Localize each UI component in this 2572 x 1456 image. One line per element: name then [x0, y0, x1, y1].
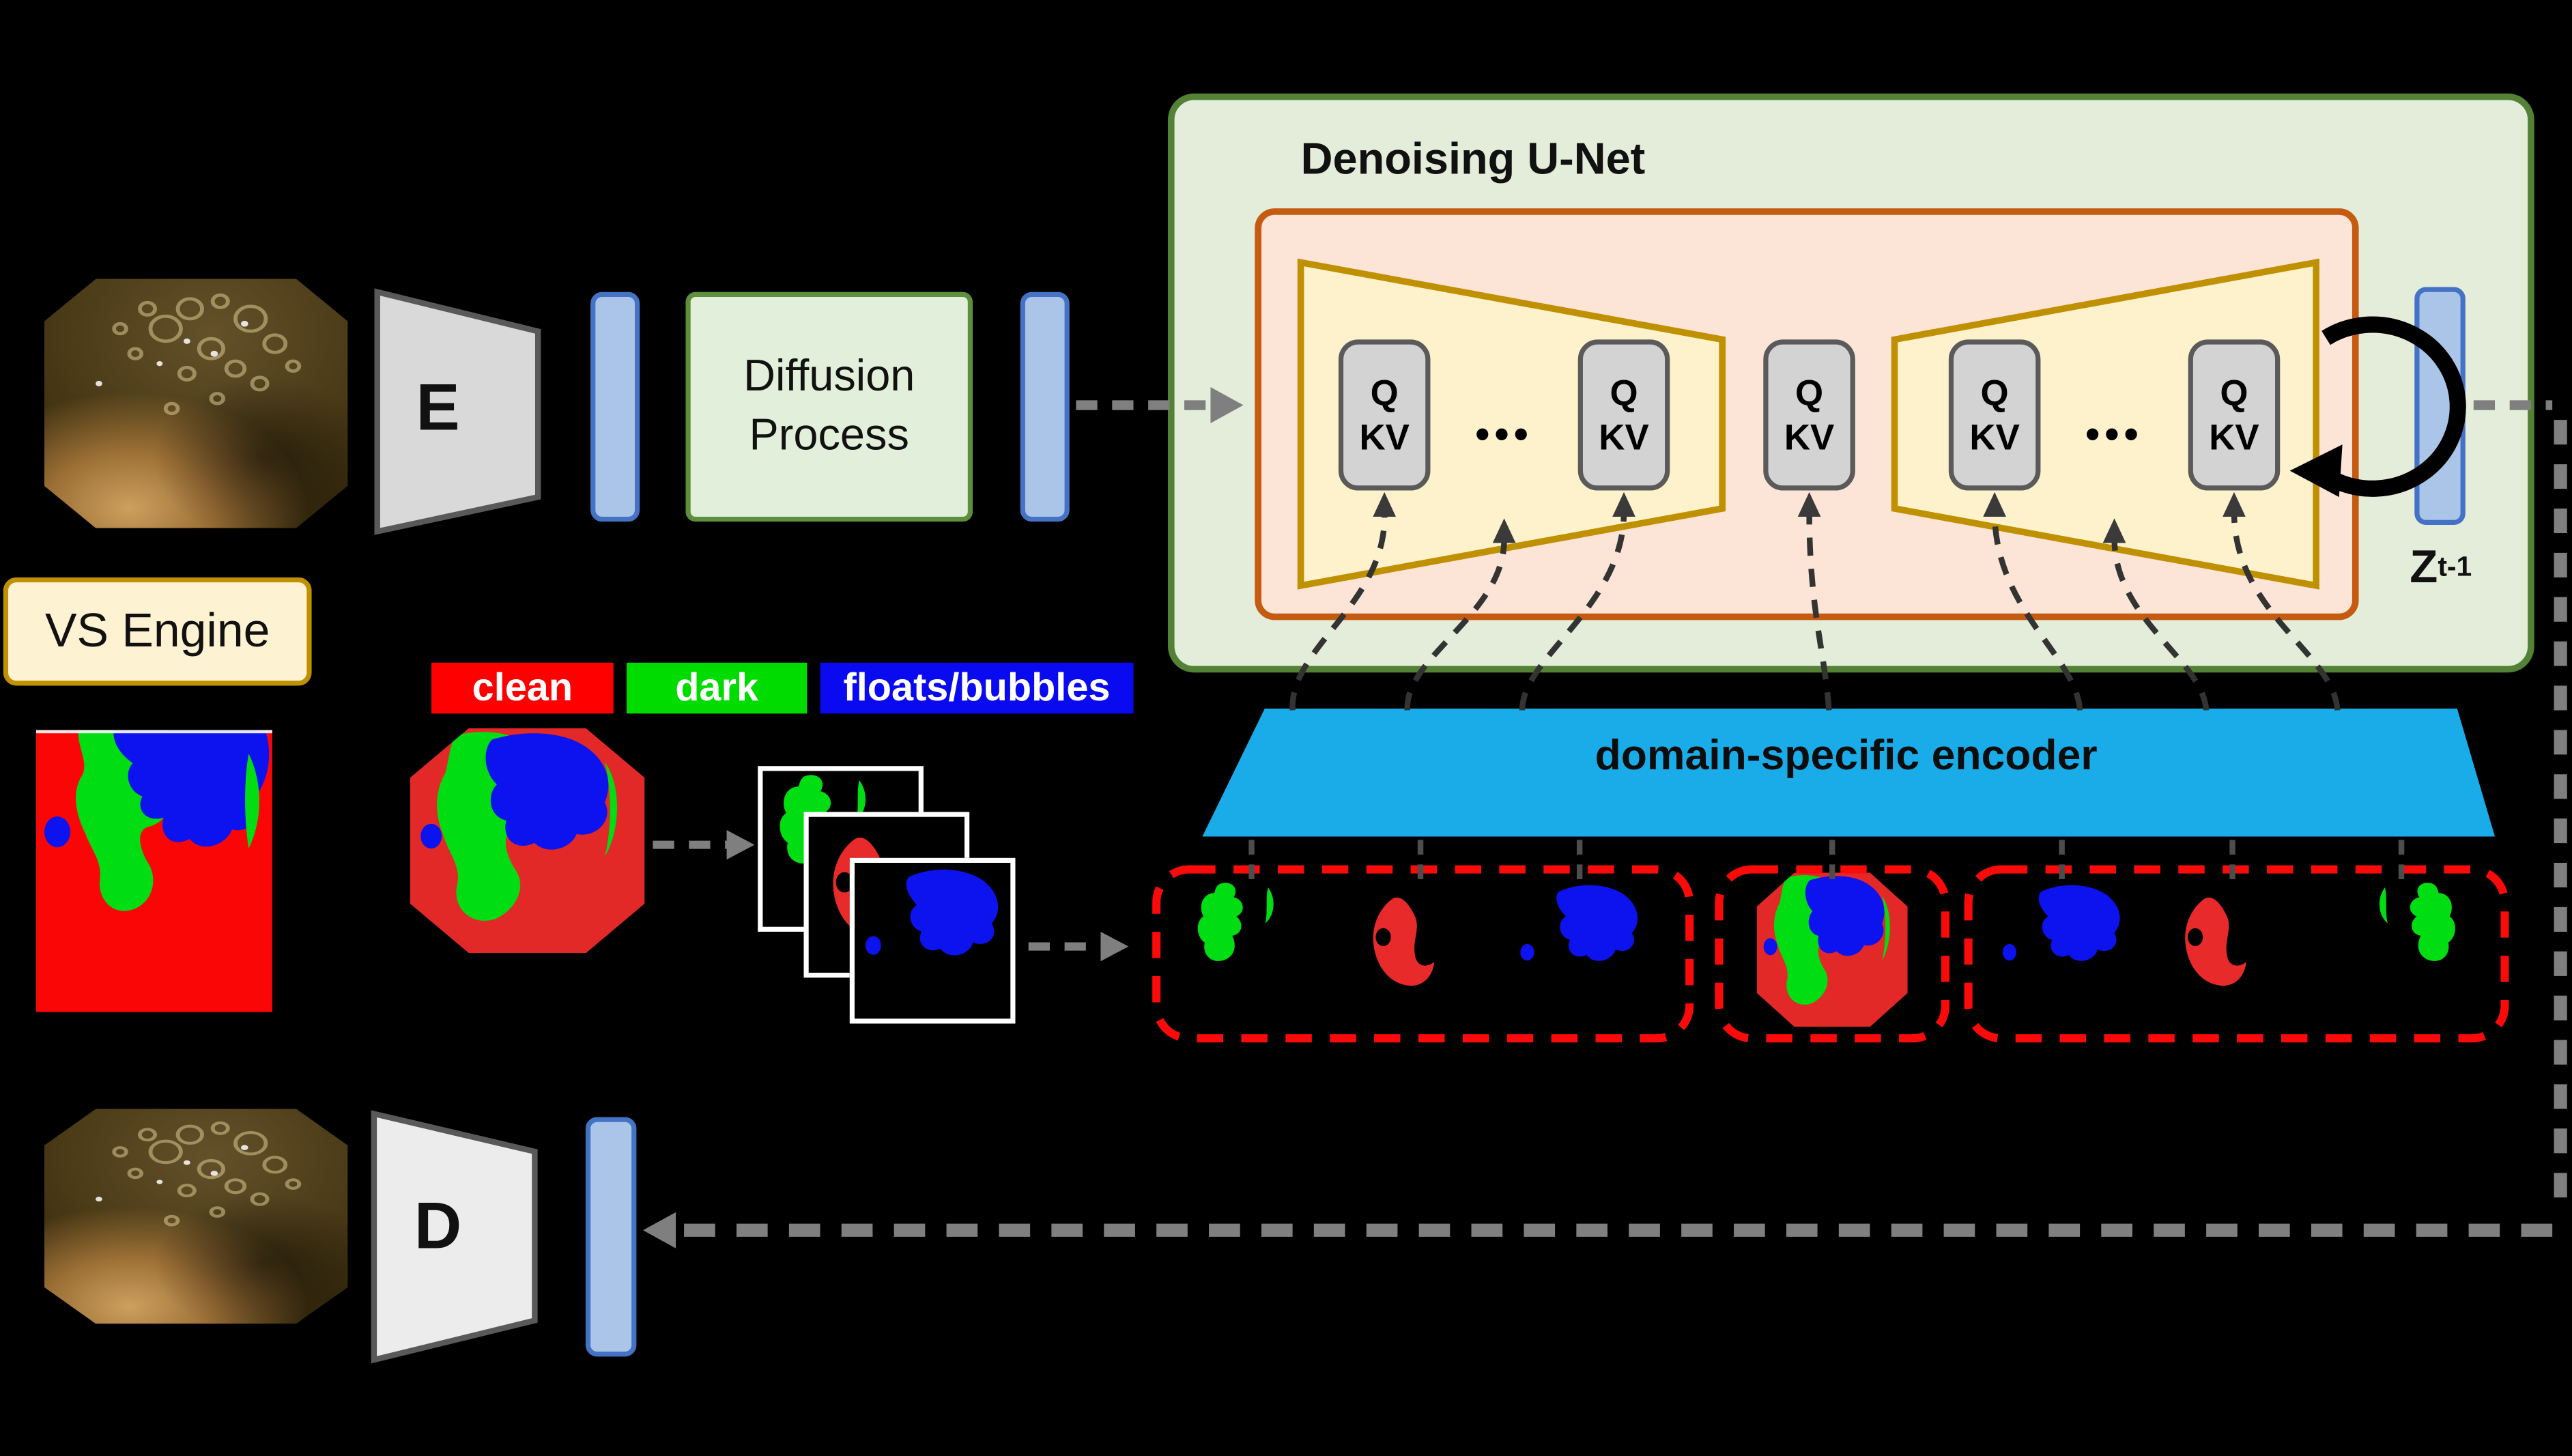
conditioning-curves [1289, 511, 2341, 711]
gray-dashed-arrows [653, 400, 2567, 1237]
attention-block-1: Q KV [1338, 339, 1431, 491]
diffusion-process-box: Diffusion Process [685, 291, 973, 522]
domain-group-box-3 [1964, 865, 2509, 1043]
kv-label: KV [1359, 416, 1410, 458]
legend-floats-bubbles: floats/bubbles [820, 662, 1134, 714]
q-label: Q [1980, 371, 2009, 413]
q-label: Q [1795, 371, 1824, 413]
q-label: Q [2220, 371, 2248, 413]
ellipsis-left: ••• [1475, 410, 1533, 457]
attention-block-2: Q KV [1577, 339, 1670, 491]
domain-encoder-label: domain-specific encoder [1595, 729, 2098, 779]
ellipsis-right: ••• [2085, 410, 2143, 457]
kv-label: KV [1969, 416, 2020, 458]
vs-engine-down-arrow [144, 687, 171, 728]
z-subscript: t-1 [2438, 551, 2472, 583]
legend-clean: clean [431, 662, 614, 714]
encoder-label: E [416, 371, 460, 444]
decoder-trapezoid [371, 1110, 538, 1364]
kv-label: KV [2209, 416, 2259, 458]
thumb-connectors [1248, 840, 2405, 889]
encoder-trapezoid [374, 288, 541, 535]
latent-bar-decoder [585, 1117, 637, 1357]
decoder-label: D [414, 1190, 462, 1263]
output-endoscopy-image [44, 1109, 348, 1324]
channel-card-floats [849, 857, 1016, 1024]
input-endoscopy-image [44, 279, 348, 528]
attention-block-3: Q KV [1763, 339, 1855, 491]
denoising-unet-title: Denoising U-Net [1300, 133, 1646, 183]
z-base: Z [2410, 541, 2438, 593]
domain-group-boxes [1152, 865, 2509, 1043]
domain-group-box-2 [1715, 865, 1950, 1043]
legend-dark: dark [626, 662, 808, 714]
vs-engine-box: VS Engine [3, 577, 312, 686]
q-label: Q [1370, 371, 1399, 413]
conditioning-arrowheads [1373, 491, 2246, 543]
attention-block-4: Q KV [1948, 339, 2041, 491]
latent-bar-noised [1020, 291, 1070, 522]
q-label: Q [1610, 371, 1638, 413]
domain-encoder-trapezoid [1202, 709, 2496, 837]
denoising-loop-arrow-icon [2289, 316, 2466, 498]
kv-label: KV [1784, 416, 1835, 458]
kv-label: KV [1599, 416, 1649, 458]
latent-bar-encoder [590, 291, 640, 522]
domain-group-box-1 [1152, 865, 1694, 1043]
gray-arrowheads [642, 387, 1244, 1248]
attention-block-5: Q KV [2188, 339, 2281, 491]
